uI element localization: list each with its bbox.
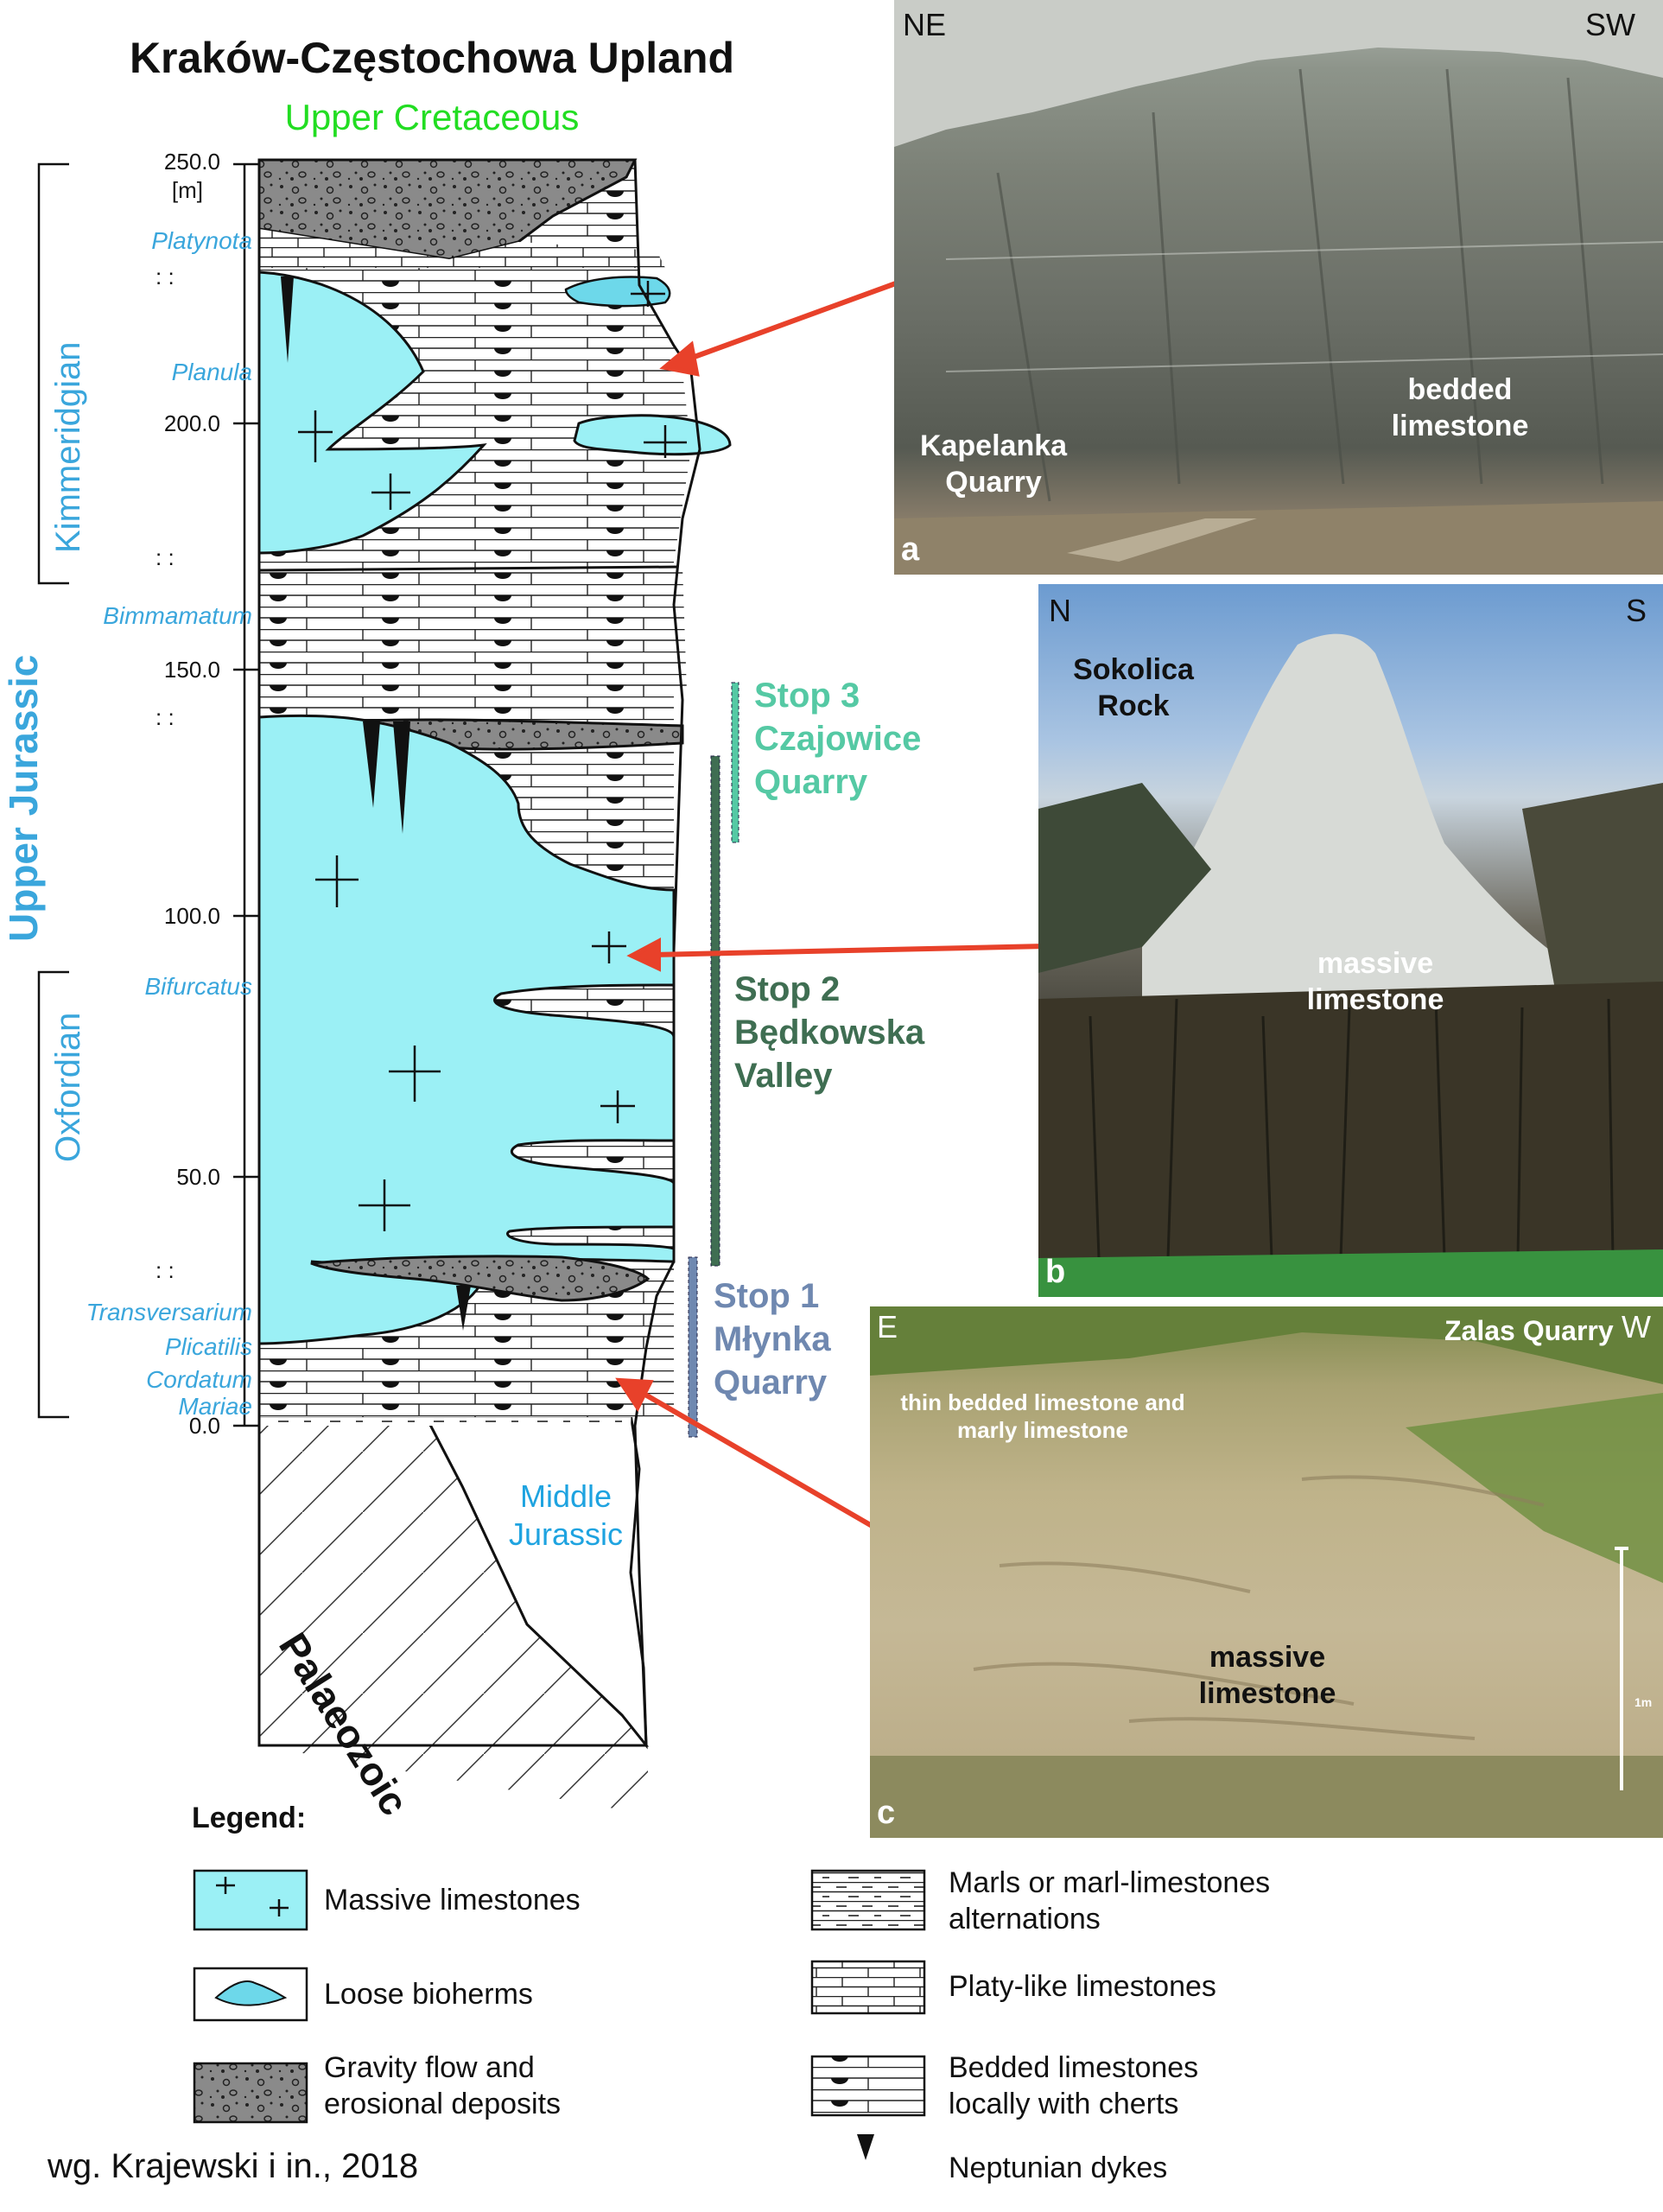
scale-tick-200: 200.0 [163, 410, 220, 436]
upper-cretaceous-label: Upper Cretaceous [284, 97, 580, 137]
break-mark: : : [156, 1257, 175, 1283]
zone-bimmamatum: Bimmamatum [103, 602, 252, 629]
photo-a-dir-right: SW [1585, 7, 1635, 42]
legend-massive: Massive limestones [324, 1884, 581, 1916]
legend-platy: Platy-like limestones [949, 1970, 1216, 2003]
legend-title: Legend: [192, 1802, 307, 1834]
photo-b-label-massive: massive limestone [1306, 947, 1444, 1016]
photo-c-label-massive: massive limestone [1198, 1641, 1336, 1710]
zone-planula: Planula [171, 359, 252, 385]
photo-c-label-thin: thin bedded limestone and marly limeston… [900, 1389, 1185, 1443]
scale-tick-100: 100.0 [163, 903, 220, 929]
break-mark: : : [156, 544, 175, 570]
zone-mariae: Mariae [178, 1393, 252, 1420]
scale-tick-50: 50.0 [176, 1164, 220, 1190]
legend-bedded: Bedded limestones locally with cherts [949, 2051, 1199, 2120]
stage-oxfordian: Oxfordian [49, 1012, 87, 1162]
stop-3-label: Stop 3 Czajowice Quarry [754, 677, 922, 801]
photo-b-dir-left: N [1049, 593, 1071, 628]
legend-marls: Marls or marl-limestones alternations [949, 1866, 1271, 1936]
photo-c-letter: c [877, 1795, 896, 1831]
legend-bioherms: Loose bioherms [324, 1978, 533, 2011]
scale-tick-250: 250.0 [163, 149, 220, 175]
photo-b-label-rock: Sokolica Rock [1073, 653, 1194, 722]
scale-unit: [m] [171, 177, 203, 203]
zone-bifurcatus: Bifurcatus [144, 973, 253, 1000]
photo-a-kapelanka-quarry: NE SW Kapelanka Quarry bedded limestone … [894, 0, 1663, 575]
stop-1-label: Stop 1 Młynka Quarry [714, 1277, 831, 1402]
photo-a-letter: a [901, 531, 920, 568]
series-upper-jurassic: Upper Jurassic [1, 654, 46, 942]
legend-gravity: Gravity flow and erosional deposits [324, 2051, 562, 2120]
legend-dykes: Neptunian dykes [949, 2152, 1168, 2184]
zone-plicatilis: Plicatilis [164, 1333, 252, 1360]
photo-a-dir-left: NE [903, 7, 947, 42]
photo-c-scale: 1m [1634, 1695, 1653, 1709]
photo-b-letter: b [1045, 1254, 1066, 1290]
zone-platynota: Platynota [151, 227, 252, 254]
photo-c-dir-right: W [1622, 1309, 1651, 1344]
scale-tick-0: 0.0 [188, 1413, 220, 1439]
photo-c-dir-left: E [877, 1309, 898, 1344]
figure-title: Kraków-Częstochowa Upland [129, 34, 735, 82]
zone-cordatum: Cordatum [146, 1366, 252, 1393]
photo-c-site: Zalas Quarry [1444, 1315, 1614, 1346]
zone-transversarium: Transversarium [86, 1299, 252, 1325]
break-mark: : : [156, 704, 175, 730]
stage-kimmeridgian: Kimmeridgian [49, 341, 87, 553]
middle-jurassic-label: Middle Jurassic [508, 1478, 624, 1552]
photo-a-label-quarry: Kapelanka Quarry [919, 429, 1068, 499]
credit-citation: wg. Krajewski i in., 2018 [48, 2147, 419, 2185]
stop-2-label: Stop 2 Będkowska Valley [734, 970, 925, 1095]
break-mark: : : [156, 264, 175, 289]
photo-c-zalas-quarry: E W Zalas Quarry thin bedded limestone a… [870, 1306, 1663, 1838]
photo-b-dir-right: S [1626, 593, 1647, 628]
photo-a-label-bedded: bedded limestone [1391, 373, 1529, 442]
scale-tick-150: 150.0 [163, 657, 220, 683]
photo-b-sokolica-rock: N S Sokolica Rock massive limestone b [1038, 584, 1663, 1297]
